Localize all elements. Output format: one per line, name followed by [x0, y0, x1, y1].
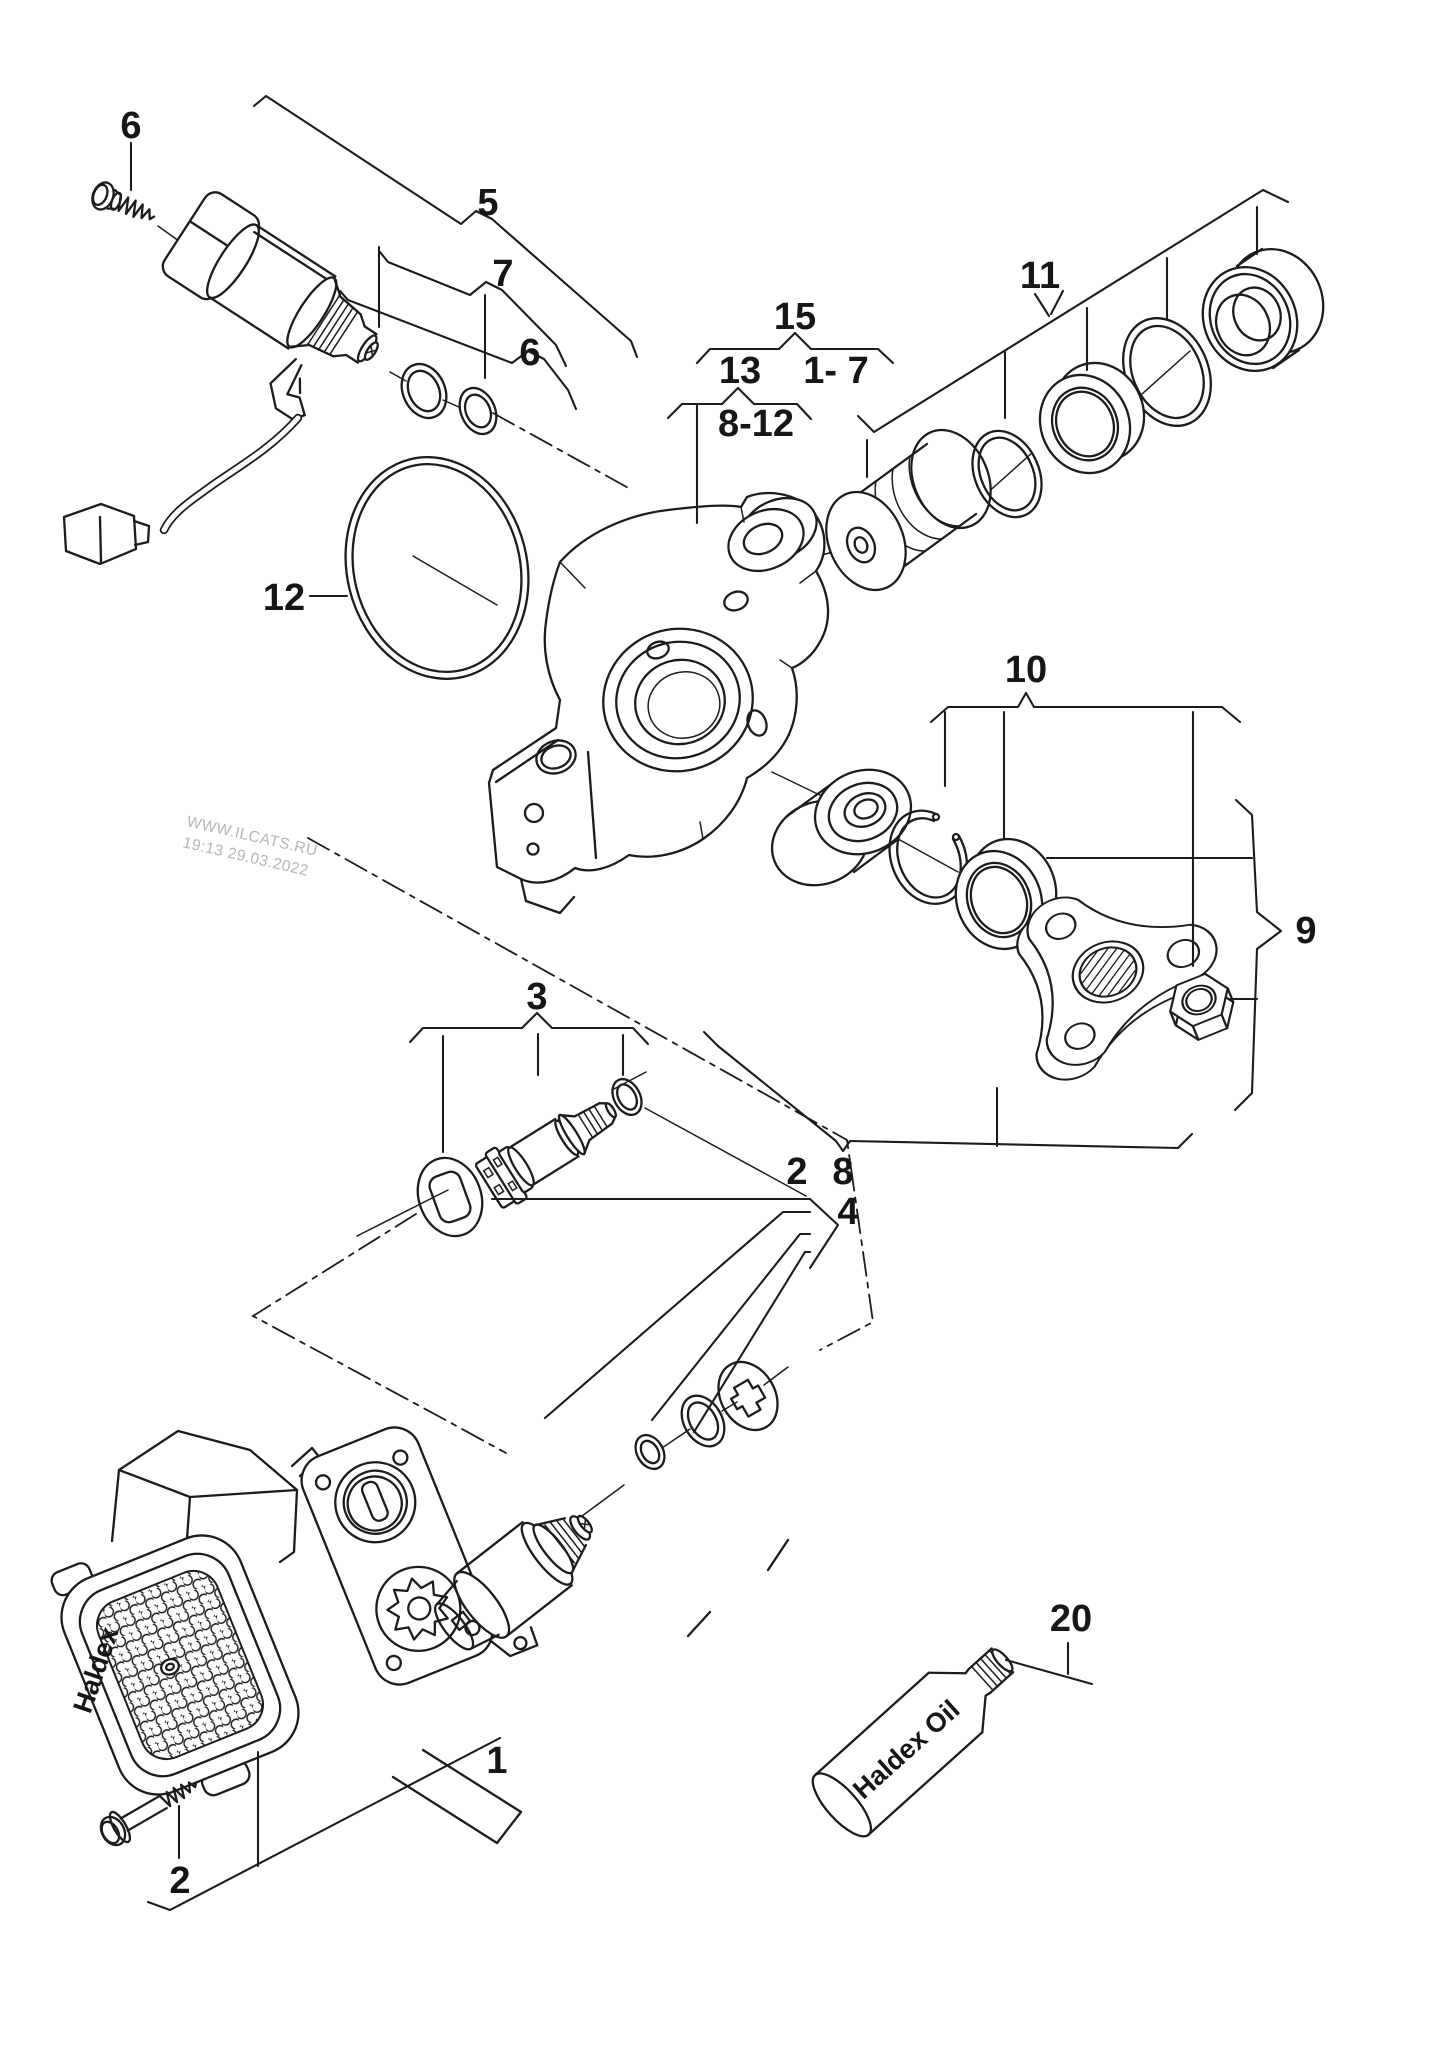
haldex-cover	[50, 1534, 300, 1797]
callout-collect-4: 4	[837, 1191, 858, 1233]
end-cap	[1201, 247, 1325, 373]
screw	[91, 181, 156, 221]
callout-range-8-12: 8-12	[718, 403, 794, 445]
oil-tube-text: Haldex Oil	[847, 1694, 965, 1805]
parts: Haldex	[50, 181, 1325, 1847]
callout-kit-13: 13	[719, 350, 761, 392]
callout-screw-6: 6	[120, 105, 141, 147]
callout-flange-8: 8	[832, 1151, 853, 1193]
spline-disc	[717, 1360, 779, 1432]
callout-flange-9: 9	[1295, 910, 1316, 952]
sensor	[474, 1102, 617, 1209]
callout-oring-12: 12	[263, 577, 305, 619]
mounting-bolt	[99, 1781, 198, 1847]
pump-corner-marks	[686, 1538, 790, 1638]
housing	[487, 491, 830, 915]
large-o-ring-12	[344, 456, 530, 680]
callout-bolt-2: 2	[169, 1860, 190, 1902]
shaft-seal	[954, 837, 1058, 951]
oil-filter	[825, 428, 992, 592]
bearing	[770, 768, 913, 887]
callout-cap-11: 11	[1020, 255, 1060, 297]
callout-kit-15: 15	[774, 296, 816, 338]
callout-sensor-3: 3	[526, 976, 547, 1018]
callout-ring-6: 6	[519, 332, 540, 374]
valve-plate-gasket	[300, 1426, 494, 1686]
hex-nut	[1169, 972, 1235, 1041]
callout-flange-10: 10	[1005, 649, 1047, 691]
callout-brackets	[129, 94, 1290, 1912]
o-ring-cap-inner	[971, 429, 1043, 519]
pump-o-ring-small	[634, 1433, 666, 1471]
cable-connector	[62, 502, 151, 566]
support-ring	[1038, 361, 1146, 475]
watermark: WWW.ILCATS.RU 19:13 29.03.2022	[181, 813, 319, 880]
callout-ring-7: 7	[492, 253, 513, 295]
oil-tube: Haldex Oil	[811, 1647, 1015, 1838]
callout-oil-20: 20	[1050, 1598, 1092, 1640]
callout-labels: 6 5 7 6 15 13 1- 7 8-12 11 12 10 9 8 3 2…	[120, 105, 1316, 1902]
control-valve	[433, 1514, 593, 1658]
pump-o-ring-large	[680, 1394, 726, 1448]
callout-assembly-1: 1	[486, 1740, 507, 1782]
sensor-o-ring	[611, 1077, 643, 1117]
callout-range-1-7: 1- 7	[803, 350, 868, 392]
sensor-gasket	[416, 1156, 484, 1238]
o-ring-6	[458, 386, 498, 436]
callout-oring-2: 2	[786, 1151, 807, 1193]
callout-valve-5: 5	[477, 182, 498, 224]
output-flange	[1016, 896, 1218, 1081]
solenoid-valve	[161, 191, 379, 421]
pump-body-edges	[391, 1748, 523, 1845]
o-ring-7	[400, 362, 448, 420]
